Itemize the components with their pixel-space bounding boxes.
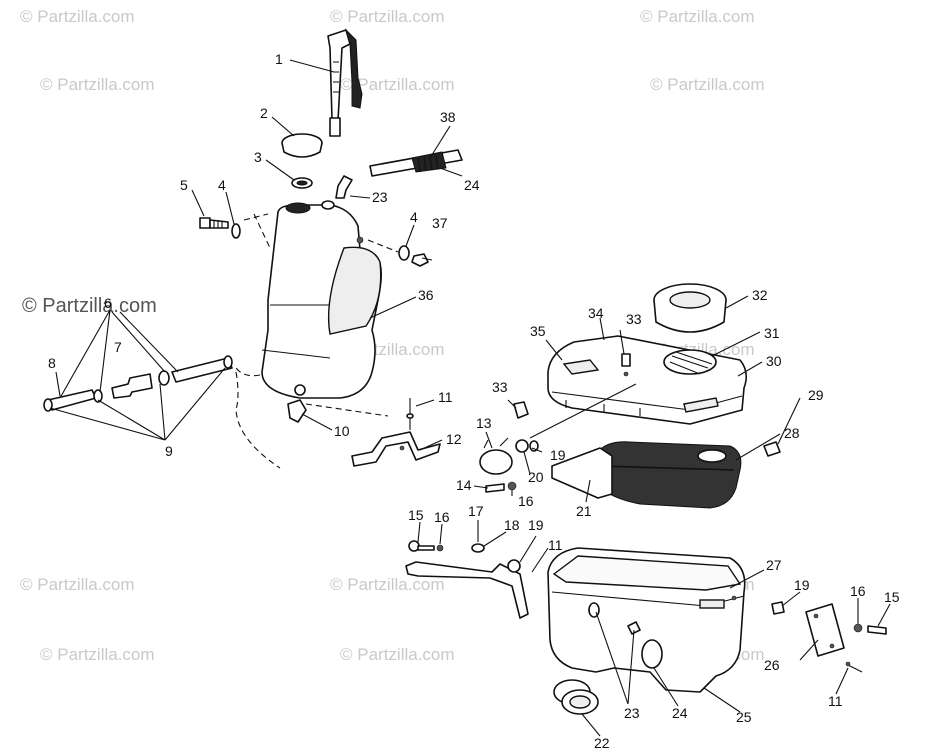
callout-4: 4 [410,209,418,225]
vent-hose-part [369,149,463,177]
callout-11: 11 [438,389,453,405]
callout-26: 26 [764,657,780,673]
callout-20: 20 [528,469,544,485]
callout-9: 9 [165,443,173,459]
watermark: © Partzilla.com [340,75,455,94]
watermark: © Partzilla.com [340,645,455,664]
callout-27: 27 [766,557,782,573]
callout-7: 7 [114,339,122,355]
callout-16: 16 [518,493,534,509]
watermark: © Partzilla.com [330,7,445,26]
watermark: © Partzilla.com [20,7,135,26]
callout-19: 19 [528,517,544,533]
callout-24: 24 [464,177,480,193]
callout-30: 30 [766,353,782,369]
callout-13: 13 [476,415,492,431]
fitting-part [621,353,631,367]
callout-31: 31 [764,325,780,341]
callout-11: 11 [548,537,563,553]
watermark: © Partzilla.com [650,75,765,94]
watermark: © Partzilla.com [640,7,755,26]
callout-4: 4 [218,177,226,193]
fuel-cap-part [281,133,323,158]
callout-3: 3 [254,149,262,165]
cover-plate-part [771,601,887,673]
fuel-line-part [171,357,233,383]
valve-part [287,399,307,423]
boot-part [553,679,599,715]
callout-38: 38 [440,109,456,125]
leader-lines [49,59,891,737]
fuel-sender-part [327,28,363,137]
hardware-group [479,401,539,493]
callout-23: 23 [624,705,640,721]
callout-2: 2 [260,105,268,121]
fuel-tank-assembly [199,28,463,399]
watermark: © Partzilla.com [330,575,445,594]
callout-8: 8 [48,355,56,371]
watermark: © Partzilla.com [40,75,155,94]
callout-15: 15 [884,589,900,605]
callout-11: 11 [828,693,843,709]
callout-18: 18 [504,517,520,533]
fuel-line-assembly [43,355,389,469]
callout-17: 17 [468,503,484,519]
callout-21: 21 [576,503,592,519]
breather-fitting-part [335,175,353,199]
callout-16: 16 [850,583,866,599]
fuel-filter-part [111,373,153,399]
callout-36: 36 [418,287,434,303]
callout-23: 23 [372,189,388,205]
callout-15: 15 [408,507,424,523]
callout-16: 16 [434,509,450,525]
nut-part [411,253,429,267]
watermark-main: © Partzilla.com [22,295,157,317]
callout-10: 10 [334,423,350,439]
bracket-part [351,398,441,467]
gasket-plate-part [551,447,613,499]
callout-labels: 1 2 3 4 4 5 6 7 8 9 10 11 11 11 12 13 14… [48,51,900,751]
fuel-line-part [47,389,97,411]
callout-33: 33 [626,311,642,327]
callout-24: 24 [672,705,688,721]
seal-part [595,441,742,509]
callout-22: 22 [594,735,610,751]
callout-35: 35 [530,323,546,339]
screw-part [199,217,241,239]
airbox-part [547,547,746,693]
callout-29: 29 [808,387,824,403]
callout-37: 37 [432,215,448,231]
callout-28: 28 [784,425,800,441]
foam-filter-part [653,283,727,333]
callout-14: 14 [456,477,472,493]
callout-6: 6 [104,295,112,311]
callout-32: 32 [752,287,768,303]
callout-34: 34 [588,305,604,321]
callout-19: 19 [550,447,566,463]
airbox-lid-part [547,335,748,425]
callout-25: 25 [736,709,752,725]
mount-bracket-part [405,540,529,619]
callout-1: 1 [275,51,283,67]
callout-5: 5 [180,177,188,193]
watermark: © Partzilla.com [20,575,135,594]
fuel-tank-part [261,200,382,399]
callout-19: 19 [794,577,810,593]
callout-12: 12 [446,431,462,447]
watermark: © Partzilla.com [40,645,155,664]
clamp-part [763,441,781,457]
callout-33: 33 [492,379,508,395]
washer-part [398,245,410,261]
gasket-inner [296,180,308,186]
